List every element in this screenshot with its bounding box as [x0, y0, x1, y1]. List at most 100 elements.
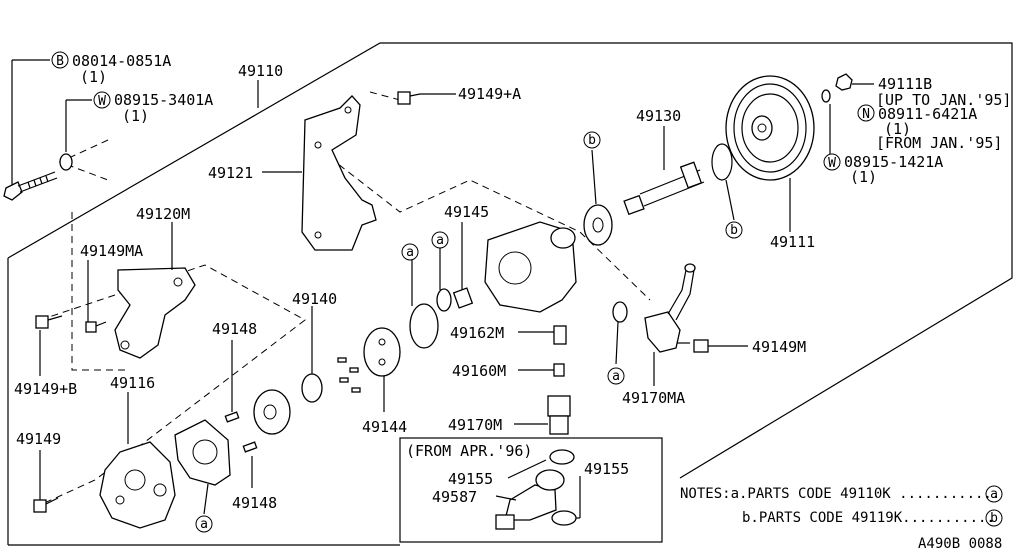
side-plate-49144 [363, 327, 401, 377]
label-washer2-qty: (1) [850, 168, 877, 186]
marker-b-snap-ring: b [725, 221, 743, 239]
label-49130: 49130 [636, 107, 681, 125]
label-49587: 49587 [432, 488, 477, 506]
svg-text:a: a [436, 233, 444, 248]
marker-circle-w-washer-2: W [823, 153, 841, 171]
label-nut-qty: (1) [884, 120, 911, 138]
svg-text:W: W [98, 94, 106, 109]
o-ring-large [409, 303, 439, 349]
assembly-boundary [7, 42, 1013, 479]
bolt-08014 [3, 171, 58, 201]
notes-line-a: NOTES:a.PARTS CODE 49110K ............ [680, 486, 1000, 502]
label-49170m: 49170M [448, 416, 502, 434]
pin-upper [224, 411, 240, 423]
label-49149ma: 49149MA [80, 242, 143, 260]
inset-box [399, 437, 663, 543]
washer-08915 [59, 153, 73, 171]
dash-bracket [39, 264, 306, 506]
label-bolt-qty: (1) [80, 68, 107, 86]
inset-washer-bottom [551, 510, 577, 526]
dash-bolt-a [369, 91, 401, 101]
label-49155-right: 49155 [584, 460, 629, 478]
suction-fitting-49170ma [644, 263, 696, 353]
label-49160m: 49160M [452, 362, 506, 380]
relief-spring-49162m [553, 325, 567, 345]
label-49149-b: 49149+B [14, 380, 77, 398]
label-49149: 49149 [16, 430, 61, 448]
pin-lower [242, 441, 258, 453]
label-49120m: 49120M [136, 205, 190, 223]
marker-b-seal: b [583, 131, 601, 149]
marker-a-oring-small: a [431, 231, 449, 249]
label-49144: 49144 [362, 418, 407, 436]
bolt-49149-b [35, 315, 63, 329]
label-49149-a: 49149+A [458, 85, 521, 103]
snap-ring [711, 143, 733, 181]
label-49111b: 49111B [878, 75, 932, 93]
notes-line-b: b.PARTS CODE 49119K........... [742, 510, 995, 526]
label-49149m: 49149M [752, 338, 806, 356]
dash-left [71, 212, 130, 371]
pulley-49111 [725, 75, 815, 181]
diagram-code: A490B 0088 [918, 536, 1002, 552]
marker-circle-b-bolt: B [51, 51, 69, 69]
svg-text:a: a [406, 245, 414, 260]
o-ring-small [436, 288, 452, 312]
label-49110: 49110 [238, 62, 283, 80]
label-49148-bottom: 49148 [232, 494, 277, 512]
marker-a-notes: a [985, 485, 1003, 503]
bracket-49121 [301, 95, 377, 251]
rotor-49140 [301, 373, 323, 403]
marker-circle-w-washer: W [93, 91, 111, 109]
label-washer-code: 08915-3401A [114, 91, 213, 109]
inset-eye-bolt-49587 [495, 469, 565, 530]
shaft-49130 [623, 161, 705, 216]
vanes [337, 357, 361, 393]
svg-text:a: a [990, 487, 998, 502]
svg-text:W: W [828, 156, 836, 171]
nut-49111b [835, 73, 853, 91]
label-49111: 49111 [770, 233, 815, 251]
label-49148-top: 49148 [212, 320, 257, 338]
label-49140: 49140 [292, 290, 337, 308]
label-49170ma: 49170MA [622, 389, 685, 407]
valve-49160m [553, 363, 565, 377]
svg-text:N: N [862, 107, 870, 122]
label-49121: 49121 [208, 164, 253, 182]
svg-text:b: b [990, 511, 998, 526]
marker-a-connector: a [607, 367, 625, 385]
label-from-jan: [FROM JAN.'95] [876, 134, 1002, 152]
svg-text:B: B [56, 54, 64, 69]
bolt-49149m [676, 339, 709, 353]
inset-washer-top [549, 449, 575, 465]
marker-circle-n-nut: N [857, 104, 875, 122]
svg-text:b: b [588, 133, 596, 148]
marker-b-notes: b [985, 509, 1003, 527]
label-bolt-code: 08014-0851A [72, 52, 171, 70]
label-49116: 49116 [110, 374, 155, 392]
spring-49145 [452, 287, 474, 309]
svg-text:a: a [200, 517, 208, 532]
marker-a-gasket: a [195, 515, 213, 533]
svg-text:b: b [730, 223, 738, 238]
washer-49111 [821, 89, 831, 103]
label-49155-left: 49155 [448, 470, 493, 488]
label-up-to: [UP TO JAN.'95] [876, 91, 1011, 109]
connector-49170m [547, 395, 571, 435]
leader-lines [11, 59, 874, 519]
inset-title: (FROM APR.'96) [406, 442, 532, 460]
svg-text:a: a [612, 369, 620, 384]
label-washer2-code: 08915-1421A [844, 153, 943, 171]
bolt-49149ma [85, 321, 107, 333]
bracket-49120m [114, 267, 196, 359]
label-nut-code: 08911-6421A [878, 105, 977, 123]
label-washer-qty: (1) [122, 107, 149, 125]
o-ring-connector [612, 301, 628, 323]
label-49145: 49145 [444, 203, 489, 221]
bolt-49149-a [397, 91, 421, 105]
label-49162m: 49162M [450, 324, 504, 342]
bolt-49149 [33, 497, 59, 513]
marker-a-oring-large: a [401, 243, 419, 261]
